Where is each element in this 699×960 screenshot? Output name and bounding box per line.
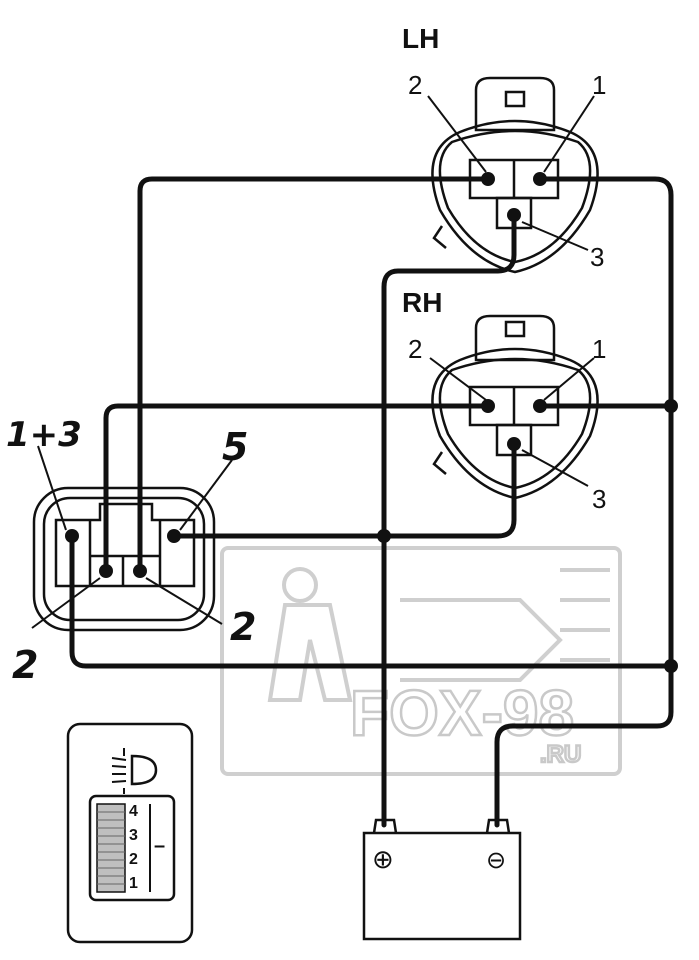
dial-wheel[interactable] xyxy=(96,803,126,893)
watermark-text: FOX-98 xyxy=(350,677,574,749)
watermark-logo: FOX-98 .RU xyxy=(220,546,622,776)
switch-connector: 1+3 5 2 2 xyxy=(6,415,256,687)
rh-pin-3: 3 xyxy=(592,484,606,514)
headlamp-lh-label: LH xyxy=(402,23,439,54)
switch-pin-5: 5 xyxy=(222,425,248,469)
junction-dot xyxy=(664,659,678,673)
rh-pin-2: 2 xyxy=(408,334,422,364)
battery: ⊕ ⊖ xyxy=(362,818,522,941)
switch-pin-2-right: 2 xyxy=(230,605,256,649)
dial-pos-1: 1 xyxy=(129,875,138,892)
junction-dot xyxy=(664,399,678,413)
lh-pin-2: 2 xyxy=(408,70,422,100)
lh-pin-3: 3 xyxy=(590,242,604,272)
headlamp-rh-connector: RH 2 1 3 xyxy=(402,287,606,514)
rh-pin-1: 1 xyxy=(592,334,606,364)
headlamp-icon xyxy=(111,748,158,794)
battery-positive: ⊕ xyxy=(372,844,394,874)
lh-pin-1: 1 xyxy=(592,70,606,100)
switch-pin-1plus3: 1+3 xyxy=(6,415,82,455)
dial-pos-4: 4 xyxy=(129,803,138,820)
battery-negative: ⊖ xyxy=(486,847,506,874)
headlamp-leveling-switch: 4 3 2 1 – xyxy=(66,722,194,944)
dial-minus: – xyxy=(154,835,165,857)
headlamp-lh-connector: LH 2 1 3 xyxy=(402,23,606,274)
dial-pos-2: 2 xyxy=(129,851,138,868)
headlamp-rh-label: RH xyxy=(402,287,442,318)
watermark-sub: .RU xyxy=(540,741,581,768)
dial-pos-3: 3 xyxy=(129,827,138,844)
switch-pin-2-left: 2 xyxy=(12,643,38,687)
junction-dot xyxy=(377,529,391,543)
